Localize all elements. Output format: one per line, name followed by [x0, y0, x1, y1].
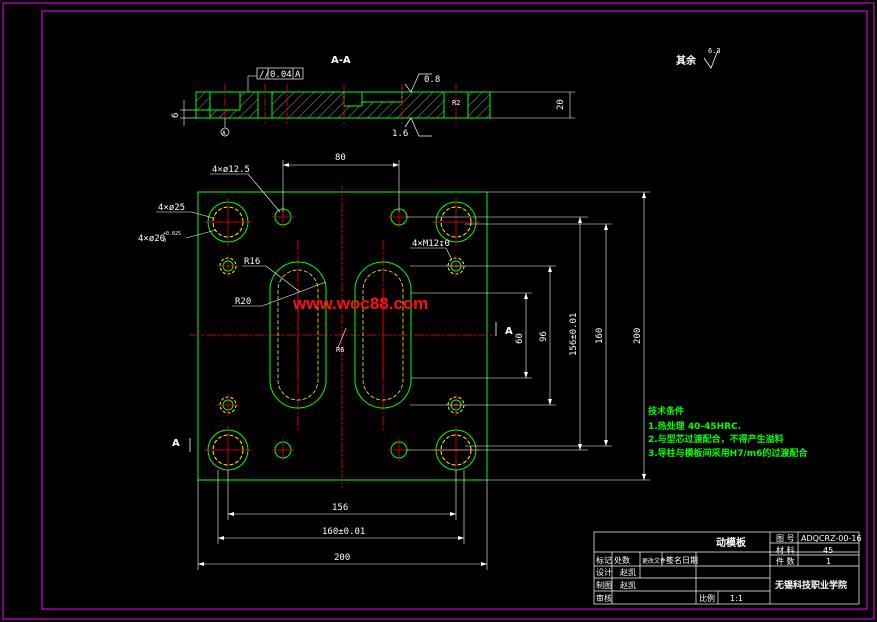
title-block [593, 531, 860, 605]
dim-r6: R6 [336, 346, 344, 354]
rev-header-4: 签名 [666, 555, 682, 565]
drawing-no-label: 图 号 [776, 534, 795, 543]
part-name: 动模板 [716, 536, 747, 549]
section-pocket [361, 91, 403, 103]
tech-item-1: 1.热处理 40-45HRC. [648, 420, 741, 432]
dim-96: 96 [539, 331, 549, 342]
slot-right-inner [362, 269, 404, 401]
dim-80: 80 [335, 153, 346, 163]
parallel-icon: // [259, 70, 270, 80]
slot-left [269, 261, 327, 409]
rev-header-2: 处数 [614, 555, 630, 565]
dim-r20: R20 [235, 297, 251, 307]
slot-right [354, 261, 412, 409]
section-body [195, 91, 491, 119]
dim-60: 60 [515, 333, 525, 344]
dim-holes-20-tol: +0.025 [163, 231, 181, 237]
tech-item-2: 2.与型芯过渡配合，不得产生溢料 [648, 433, 784, 445]
section-slot [343, 91, 363, 107]
dim-160: 160 [595, 328, 605, 344]
roughness-icon [703, 49, 719, 69]
flatness-datum: A [295, 70, 301, 80]
roughness-top-icon [404, 73, 432, 93]
review-label: 审核 [596, 593, 612, 603]
dim-holes-20-tol0: 0 [163, 238, 166, 244]
thickness-dim: 20 [556, 99, 566, 110]
flatness-value: 0.04 [270, 70, 292, 80]
title-block-text: 动模板 图 号 ADQCRZ-00-16 材 料 45 件 数 1 标记 处数 … [596, 534, 862, 603]
dim-holes-125: 4×ø12.5 [212, 165, 250, 175]
scale-label: 比例 [699, 593, 715, 603]
roughness-top: 0.8 [424, 75, 440, 85]
tech-requirements: 技术条件 1.热处理 40-45HRC. 2.与型芯过渡配合，不得产生溢料 3.… [648, 405, 808, 459]
small-holes [274, 208, 408, 459]
rev-header-1: 标记 [596, 555, 612, 565]
rev-header-3: 更改文件号 [642, 557, 672, 565]
flatness-frame [256, 67, 304, 80]
arrowheads [198, 163, 646, 566]
dim-holes-25: 4×ø25 [158, 203, 185, 213]
section-mark-right: A [505, 326, 513, 337]
tech-title: 技术条件 [648, 405, 684, 417]
roughness-bottom: 1.6 [392, 129, 408, 139]
drawing-no: ADQCRZ-00-16 [801, 534, 862, 543]
datum-letter: A [222, 130, 226, 137]
qty: 1 [826, 557, 831, 566]
dimension-lines [156, 160, 650, 570]
counterbore-label: R2 [452, 99, 460, 107]
dim-156-tol: 156±0.01 [569, 313, 579, 356]
slots [269, 261, 412, 409]
rev-header-5: 日期 [682, 556, 698, 565]
watermark: www.woc88.com [292, 294, 428, 313]
tech-item-3: 3.导柱与模板间采用H7/m6的过渡配合 [648, 447, 808, 459]
section-mark-left: A [172, 438, 180, 449]
material: 45 [823, 546, 833, 555]
qty-label: 件 数 [776, 556, 795, 566]
slot-left-inner [277, 269, 319, 401]
plate-outline [197, 191, 488, 481]
design-name: 赵凯 [620, 567, 636, 577]
section-title: A-A [331, 55, 351, 66]
dim-200h: 200 [334, 553, 350, 563]
scale: 1:1 [730, 594, 743, 603]
roughness-bottom-icon [404, 117, 432, 137]
draw-name: 赵凯 [620, 580, 636, 590]
section-view: A-A 20 6 [171, 55, 575, 139]
dim-156: 156 [332, 503, 348, 513]
plan-view: 80 4×ø12.5 4×ø25 4×ø20 +0.025 0 4×M12↧0 … [138, 153, 650, 570]
section-step [195, 109, 211, 119]
remainder-label: 其余 [676, 54, 697, 67]
datum-icon [220, 127, 230, 137]
drawing-frame [41, 10, 868, 610]
school-name: 无锡科技职业学院 [774, 579, 847, 591]
dim-tap: 4×M12↧0 [412, 239, 450, 249]
dim-holes-20: 4×ø20 [138, 234, 165, 244]
step-dim: 6 [171, 113, 181, 118]
dim-200v: 200 [633, 328, 643, 344]
material-label: 材 料 [776, 545, 795, 555]
dim-160-tol: 160±0.01 [322, 527, 365, 537]
draw-label: 制图 [596, 580, 612, 590]
section-markers [189, 322, 497, 452]
design-label: 设计 [596, 567, 612, 577]
remainder-value: 6.3 [708, 47, 721, 55]
remainder-roughness: 其余 6.3 [676, 47, 721, 69]
dim-r16: R16 [244, 257, 260, 267]
